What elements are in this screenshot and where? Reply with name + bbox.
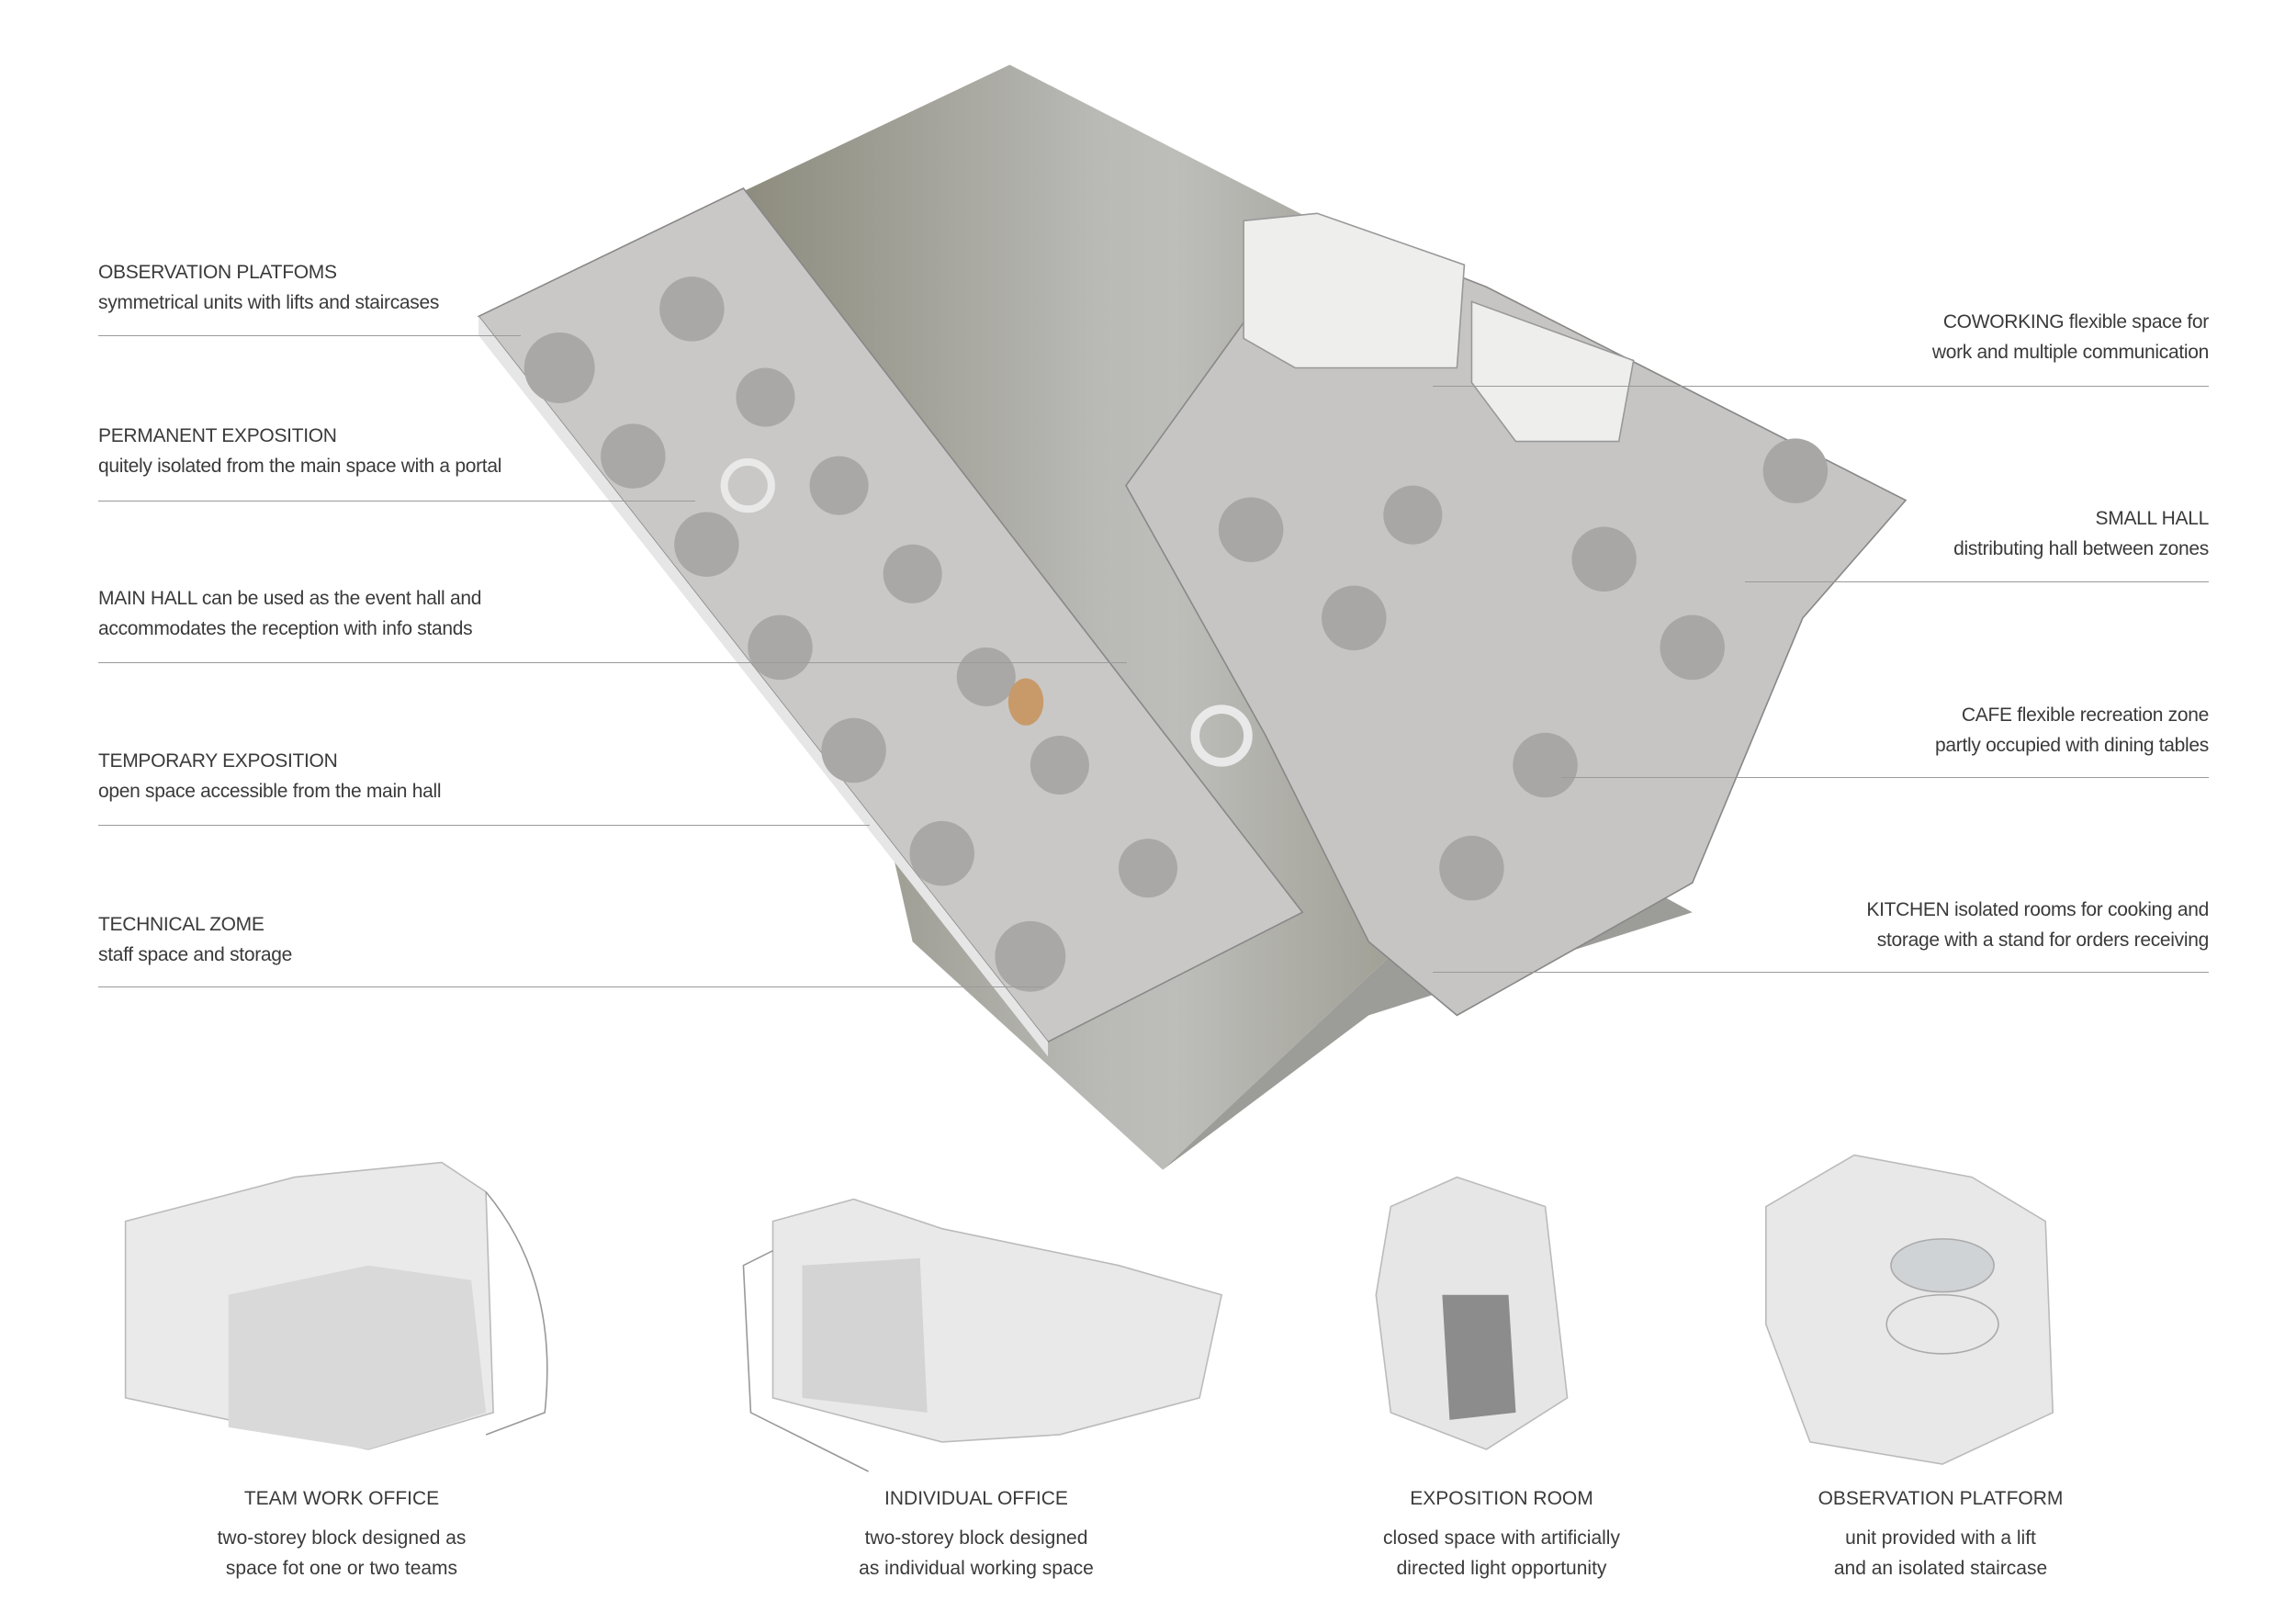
caption-desc: space fot one or two teams <box>225 1558 458 1579</box>
label-desc: partly occupied with dining tables <box>1935 735 2209 756</box>
leader-line <box>1561 777 2209 778</box>
label-desc: staff space and storage <box>98 944 293 965</box>
caption-title: INDIVIDUAL OFFICE <box>884 1488 1068 1509</box>
label-title: MAIN HALL can be used as the event hall … <box>98 588 482 609</box>
leader-line <box>98 335 521 336</box>
label-desc: work and multiple communication <box>1931 342 2209 363</box>
label-cafe: CAFE flexible recreation zone partly occu… <box>1935 700 2209 761</box>
leader-line <box>98 986 1044 987</box>
caption-observation-platform: OBSERVATION PLATFORM unit provided with a… <box>1748 1488 2133 1584</box>
leader-line <box>1745 581 2209 582</box>
caption-desc: and an isolated staircase <box>1833 1558 2048 1579</box>
label-title: CAFE flexible recreation zone <box>1961 704 2209 726</box>
label-coworking: COWORKING flexible space for work and mul… <box>1932 307 2209 367</box>
unit-team-work-office <box>124 1161 548 1450</box>
label-title: TECHNICAL ZOME <box>98 914 264 935</box>
unit-observation-platform <box>1765 1154 2054 1465</box>
label-permanent-exposition: PERMANENT EXPOSITION quitely isolated fro… <box>98 421 501 481</box>
caption-team-work-office: TEAM WORK OFFICE two-storey block designe… <box>149 1488 535 1584</box>
label-title: SMALL HALL <box>2095 508 2210 529</box>
caption-desc: closed space with artificially <box>1383 1527 1620 1549</box>
leader-line <box>98 662 1127 663</box>
caption-title: EXPOSITION ROOM <box>1410 1488 1593 1509</box>
label-title: KITCHEN isolated rooms for cooking and <box>1866 899 2209 920</box>
label-small-hall: SMALL HALL distributing hall between zone… <box>1953 503 2209 564</box>
leader-line <box>1433 386 2209 387</box>
unit-individual-office <box>742 1198 1223 1472</box>
caption-title: OBSERVATION PLATFORM <box>1818 1488 2064 1509</box>
label-kitchen: KITCHEN isolated rooms for cooking and st… <box>1866 895 2209 955</box>
caption-desc: two-storey block designed <box>864 1527 1088 1549</box>
leader-line <box>98 501 695 502</box>
label-desc: distributing hall between zones <box>1953 538 2209 559</box>
label-desc: accommodates the reception with info sta… <box>98 618 473 639</box>
caption-desc: unit provided with a lift <box>1845 1527 2036 1549</box>
label-desc: symmetrical units with lifts and stairca… <box>98 292 440 313</box>
caption-exposition-room: EXPOSITION ROOM closed space with artific… <box>1309 1488 1694 1584</box>
label-title: PERMANENT EXPOSITION <box>98 425 337 446</box>
label-main-hall: MAIN HALL can be used as the event hall … <box>98 583 481 644</box>
unit-exposition-room <box>1375 1176 1569 1450</box>
caption-desc: two-storey block designed as <box>217 1527 467 1549</box>
right-wing <box>1125 212 1908 1017</box>
label-title: OBSERVATION PLATFOMS <box>98 262 337 283</box>
label-technical-zone: TECHNICAL ZOME staff space and storage <box>98 909 292 970</box>
leader-line <box>1433 972 2209 973</box>
label-desc: open space accessible from the main hall <box>98 781 442 802</box>
label-desc: quitely isolated from the main space wit… <box>98 456 502 477</box>
leader-line <box>98 825 870 826</box>
label-title: TEMPORARY EXPOSITION <box>98 750 338 772</box>
label-desc: storage with a stand for orders receivin… <box>1876 930 2210 951</box>
label-temporary-exposition: TEMPORARY EXPOSITION open space accessibl… <box>98 746 442 806</box>
caption-title: TEAM WORK OFFICE <box>243 1488 440 1509</box>
label-title: COWORKING flexible space for <box>1942 311 2209 332</box>
caption-desc: directed light opportunity <box>1396 1558 1607 1579</box>
caption-desc: as individual working space <box>859 1558 1094 1579</box>
caption-individual-office: INDIVIDUAL OFFICE two-storey block design… <box>783 1488 1169 1584</box>
label-observation-platforms: OBSERVATION PLATFOMS symmetrical units wi… <box>98 257 439 318</box>
